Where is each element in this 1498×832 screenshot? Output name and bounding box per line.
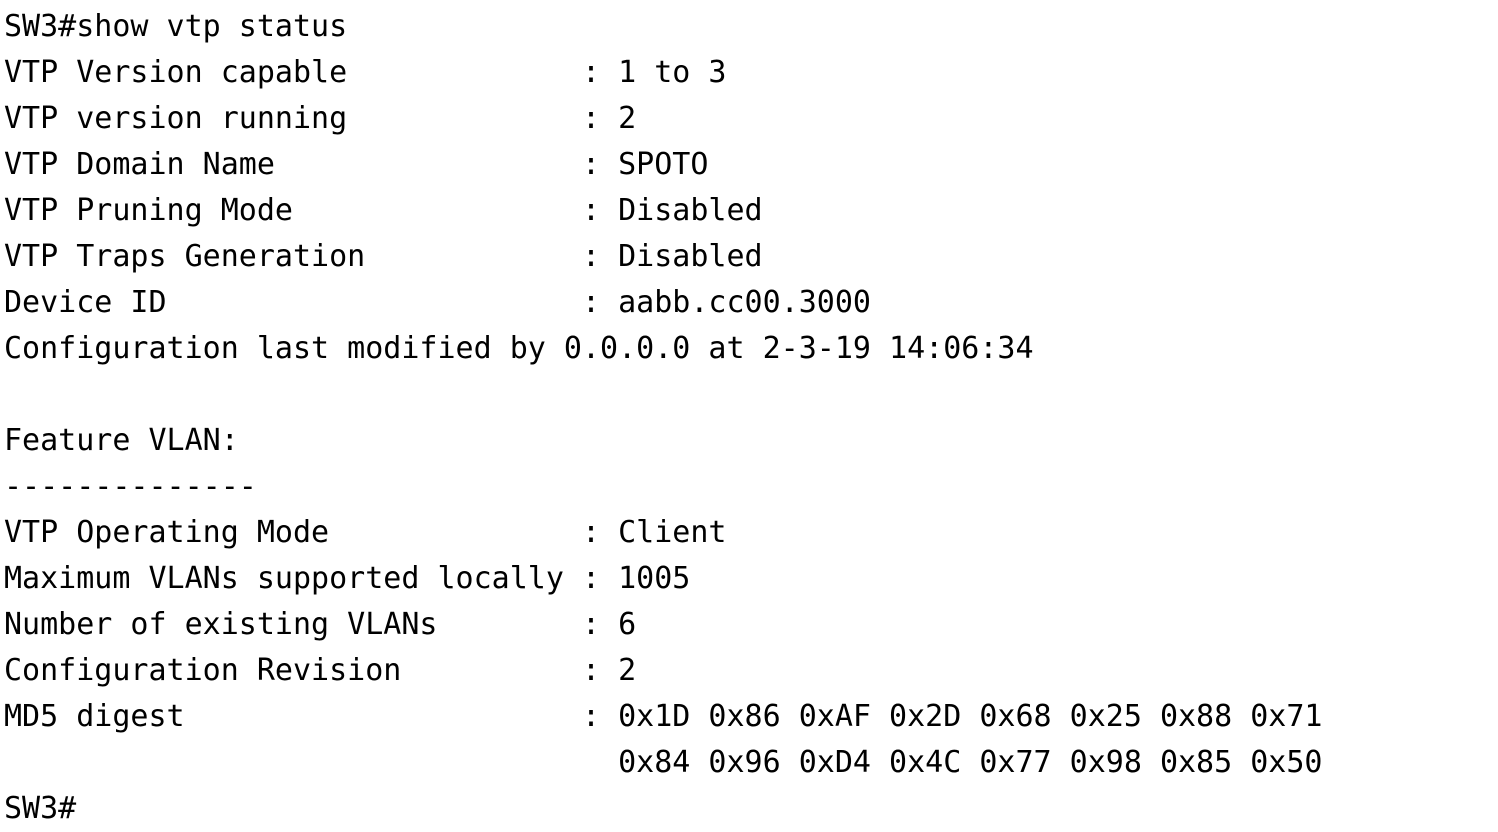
terminal-line-device-id: Device ID : aabb.cc00.3000 xyxy=(4,285,871,320)
terminal-line-feature-separator: -------------- xyxy=(4,469,257,504)
terminal-line-max-vlans: Maximum VLANs supported locally : 1005 xyxy=(4,561,691,596)
terminal-line-traps-generation: VTP Traps Generation : Disabled xyxy=(4,239,763,274)
terminal-line-operating-mode: VTP Operating Mode : Client xyxy=(4,515,727,550)
terminal-line-blank xyxy=(4,372,1498,418)
terminal-line-version-running: VTP version running : 2 xyxy=(4,101,637,136)
terminal-line-existing-vlans: Number of existing VLANs : 6 xyxy=(4,607,637,642)
terminal-line-config-revision: Configuration Revision : 2 xyxy=(4,653,637,688)
terminal-line-config-last-modified: Configuration last modified by 0.0.0.0 a… xyxy=(4,331,1034,366)
terminal-line-version-capable: VTP Version capable : 1 to 3 xyxy=(4,55,727,90)
terminal-line-feature-header: Feature VLAN: xyxy=(4,423,239,458)
terminal-line-trailing-prompt: SW3# xyxy=(4,791,77,826)
terminal-line-command: SW3#show vtp status xyxy=(4,9,348,44)
terminal-line-md5-digest-row1: MD5 digest : 0x1D 0x86 0xAF 0x2D 0x68 0x… xyxy=(4,699,1323,734)
terminal-line-domain-name: VTP Domain Name : SPOTO xyxy=(4,147,709,182)
terminal-line-md5-digest-row2: 0x84 0x96 0xD4 0x4C 0x77 0x98 0x85 0x50 xyxy=(4,745,1323,780)
terminal-line-pruning-mode: VTP Pruning Mode : Disabled xyxy=(4,193,763,228)
